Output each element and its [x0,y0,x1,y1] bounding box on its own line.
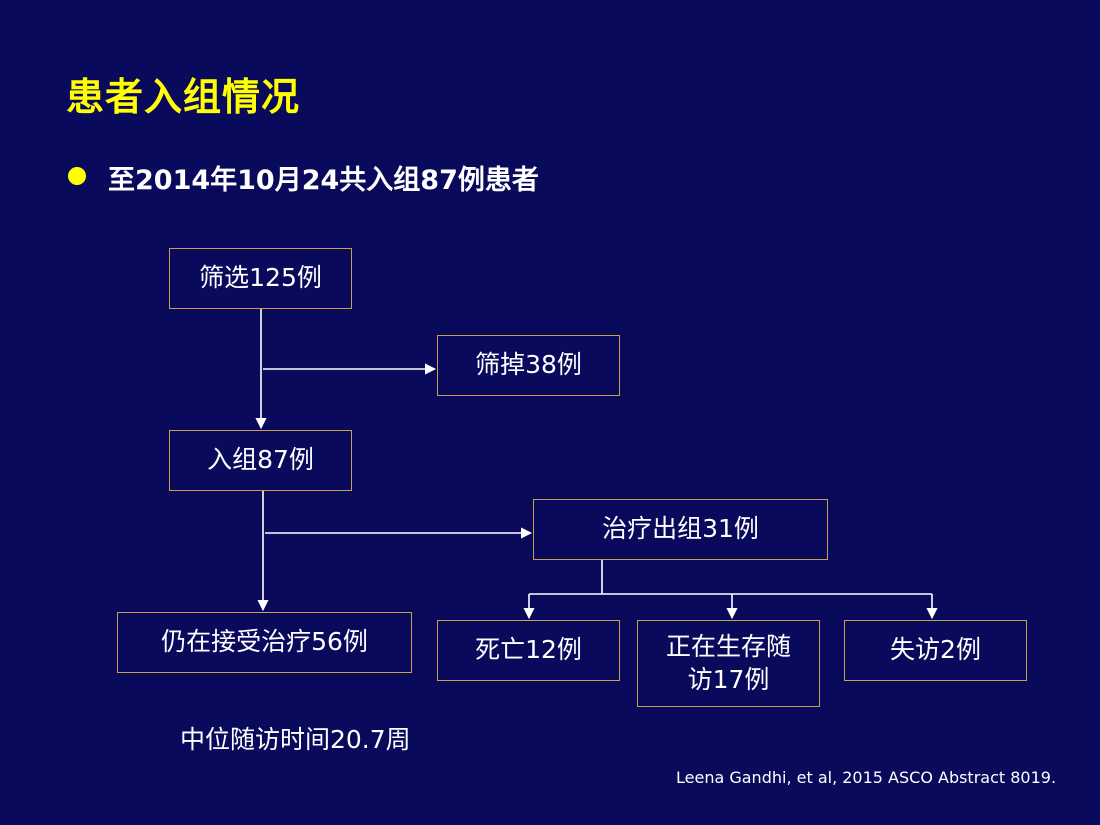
box-lost-label: 失访2例 [890,635,981,665]
box-survival-followup-label: 正在生存随访17例 [665,632,791,694]
citation-text: Leena Gandhi, et al, 2015 ASCO Abstract … [676,768,1057,787]
box-withdrawn-label: 治疗出组31例 [602,514,759,544]
box-death: 死亡12例 [437,620,620,681]
box-lost: 失访2例 [844,620,1027,681]
slide-title: 患者入组情况 [66,75,301,119]
box-screened: 筛选125例 [169,248,352,309]
box-enrolled: 入组87例 [169,430,352,491]
box-death-label: 死亡12例 [475,635,582,665]
box-screened-label: 筛选125例 [199,263,322,293]
box-survival-followup: 正在生存随访17例 [637,620,820,707]
box-enrolled-label: 入组87例 [207,445,314,475]
box-on-treatment-label: 仍在接受治疗56例 [161,627,368,657]
box-on-treatment: 仍在接受治疗56例 [117,612,412,673]
box-screen-fail: 筛掉38例 [437,335,620,396]
bullet-text: 至2014年10月24共入组87例患者 [108,165,539,196]
box-withdrawn: 治疗出组31例 [533,499,828,560]
box-screen-fail-label: 筛掉38例 [475,350,582,380]
median-followup-text: 中位随访时间20.7周 [180,725,411,754]
bullet-dot-icon [68,167,86,185]
